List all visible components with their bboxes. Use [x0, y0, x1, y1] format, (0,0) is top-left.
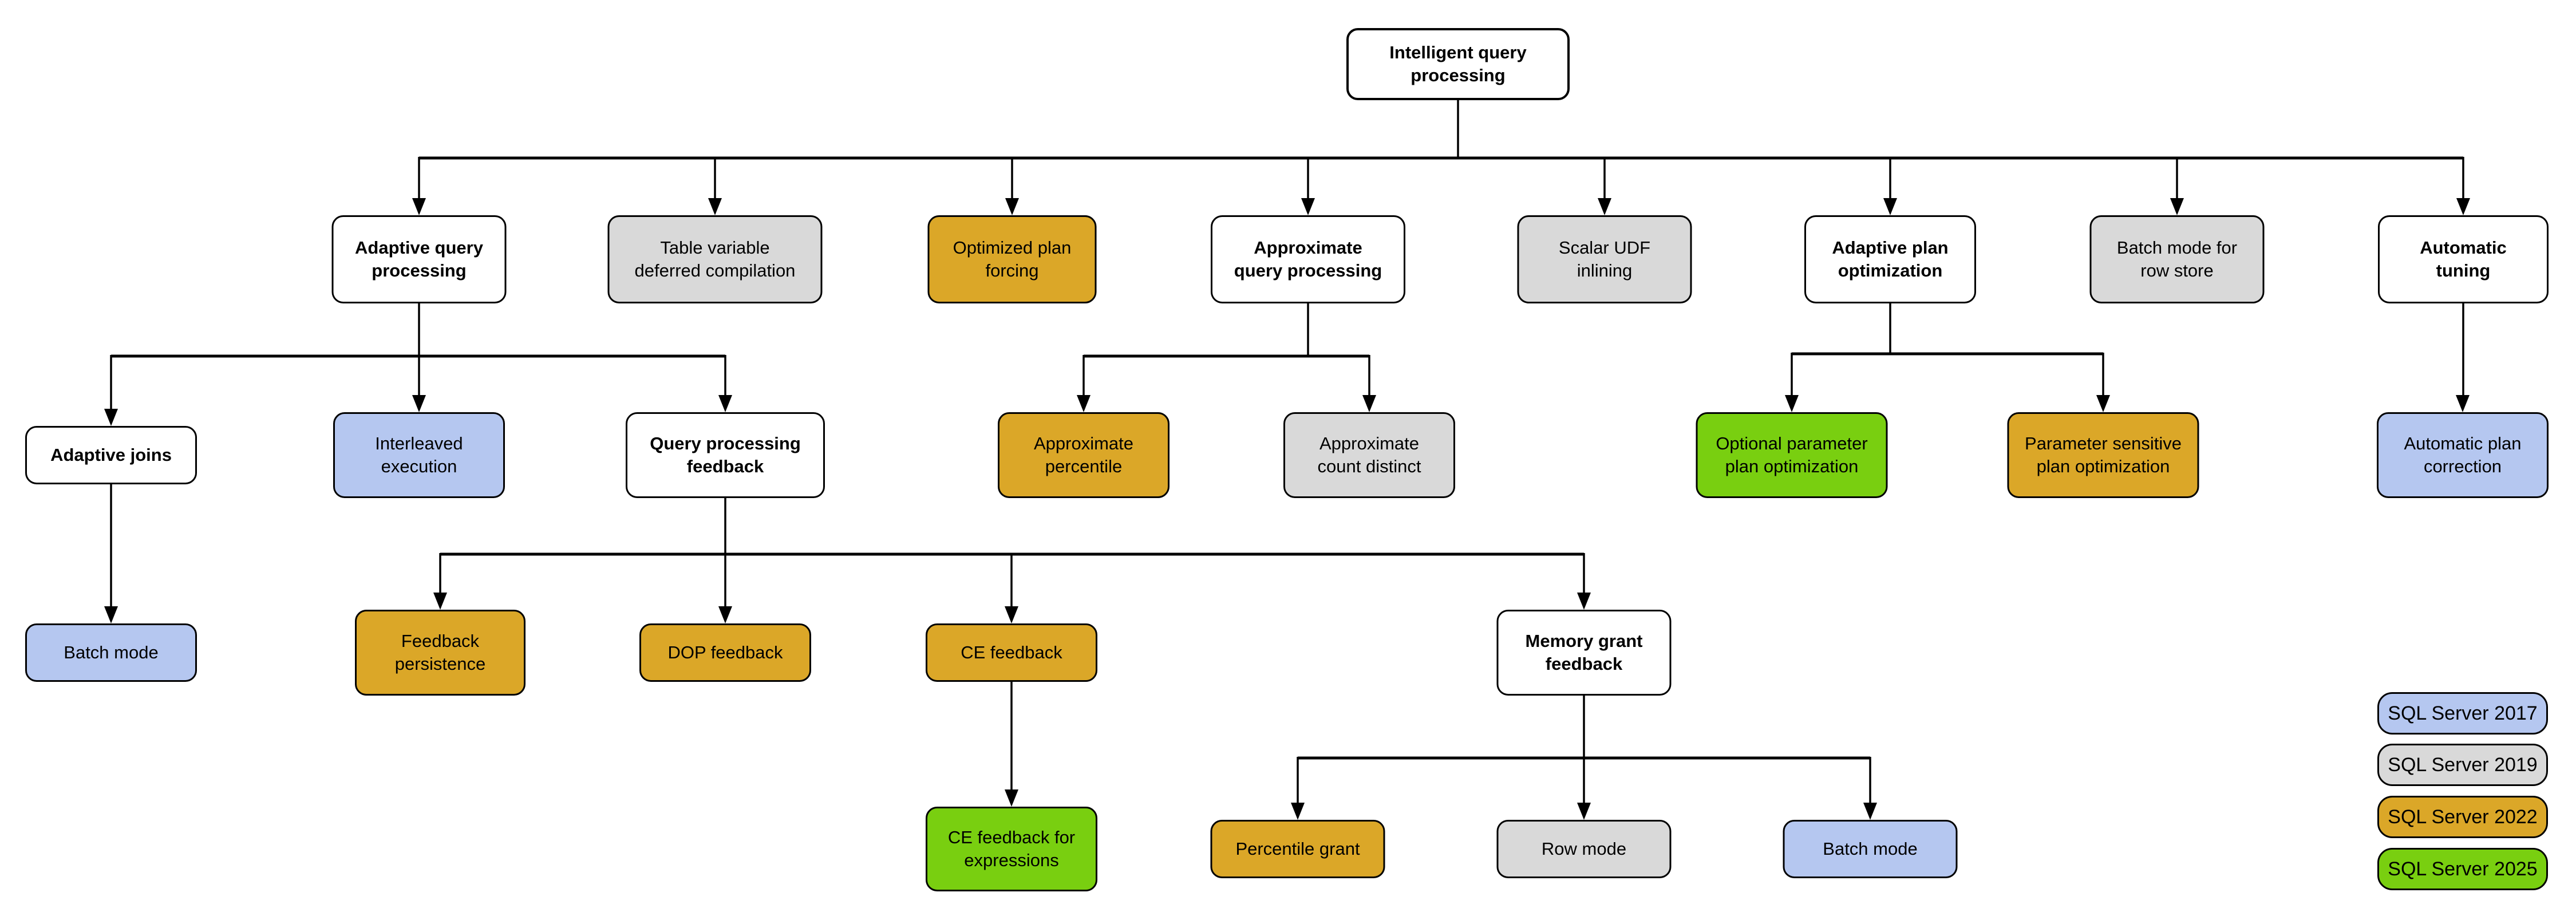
node-batch-mode-memory-grant: Batch mode — [1783, 820, 1958, 878]
node-feedback-persistence: Feedback persistence — [355, 610, 526, 696]
node-label: Approximate count distinct — [1317, 433, 1421, 476]
node-label: Adaptive plan optimization — [1832, 237, 1949, 281]
node-label: Batch mode — [1823, 838, 1918, 859]
legend-sql-server-2019: SQL Server 2019 — [2377, 744, 2548, 786]
connector-memory-grant-feedback — [1291, 696, 1877, 820]
node-automatic-tuning: Automatic tuning — [2378, 215, 2549, 303]
node-label: Scalar UDF inlining — [1558, 237, 1651, 281]
node-optimized-plan-forcing: Optimized plan forcing — [927, 215, 1097, 303]
node-label: Parameter sensitive plan optimization — [2025, 433, 2182, 476]
legend-sql-server-2017: SQL Server 2017 — [2377, 692, 2548, 735]
connector-query-processing-feedback — [433, 498, 1591, 623]
node-label: Query processing feedback — [650, 433, 801, 476]
node-label: Intelligent query processing — [1389, 42, 1527, 85]
legend-sql-server-2025: SQL Server 2025 — [2377, 848, 2548, 890]
node-label: Memory grant feedback — [1525, 630, 1643, 674]
node-ce-feedback-for-expressions: CE feedback for expressions — [926, 807, 1097, 891]
node-approximate-percentile: Approximate percentile — [998, 412, 1170, 498]
connector-automatic-tuning — [2456, 303, 2470, 412]
node-batch-mode-for-row-store: Batch mode for row store — [2089, 215, 2265, 303]
node-batch-mode-adaptive-joins: Batch mode — [25, 623, 197, 682]
connector-approximate-query-processing — [1077, 303, 1376, 412]
legend-label: SQL Server 2022 — [2388, 806, 2538, 828]
node-label: Feedback persistence — [394, 630, 486, 674]
node-label: Batch mode — [64, 642, 159, 662]
node-memory-grant-feedback: Memory grant feedback — [1496, 610, 1672, 696]
node-intelligent-query-processing: Intelligent query processing — [1346, 28, 1570, 100]
node-label: CE feedback for expressions — [947, 827, 1076, 870]
node-label: Adaptive joins — [50, 444, 172, 465]
node-label: Optional parameter plan optimization — [1716, 433, 1868, 476]
node-adaptive-query-processing: Adaptive query processing — [331, 215, 507, 303]
node-label: Approximate percentile — [1033, 433, 1134, 476]
node-table-variable-deferred-compilation: Table variable deferred compilation — [607, 215, 823, 303]
node-label: Optimized plan forcing — [953, 237, 1072, 281]
node-approximate-query-processing: Approximate query processing — [1211, 215, 1405, 303]
node-label: Percentile grant — [1235, 838, 1360, 859]
node-percentile-grant: Percentile grant — [1210, 820, 1385, 878]
node-scalar-udf-inlining: Scalar UDF inlining — [1517, 215, 1692, 303]
legend-sql-server-2022: SQL Server 2022 — [2377, 796, 2548, 838]
connector-adaptive-joins — [104, 484, 118, 623]
node-ce-feedback: CE feedback — [926, 623, 1097, 682]
node-label: Automatic plan correction — [2404, 433, 2522, 476]
node-label: DOP feedback — [667, 642, 783, 662]
node-approximate-count-distinct: Approximate count distinct — [1283, 412, 1455, 498]
connector-adaptive-query-processing — [104, 303, 732, 426]
legend-label: SQL Server 2025 — [2388, 858, 2538, 880]
node-adaptive-plan-optimization: Adaptive plan optimization — [1804, 215, 1976, 303]
node-adaptive-joins: Adaptive joins — [25, 426, 197, 484]
node-parameter-sensitive-plan-optimization: Parameter sensitive plan optimization — [2007, 412, 2199, 498]
node-label: Batch mode for row store — [2116, 237, 2238, 281]
node-label: Row mode — [1541, 838, 1627, 859]
connector-intelligent-query-processing — [412, 100, 2470, 215]
node-row-mode: Row mode — [1496, 820, 1672, 878]
node-interleaved-execution: Interleaved execution — [333, 412, 505, 498]
node-label: Automatic tuning — [2420, 237, 2507, 281]
node-automatic-plan-correction: Automatic plan correction — [2377, 412, 2549, 498]
node-label: Adaptive query processing — [355, 237, 483, 281]
node-label: Approximate query processing — [1234, 237, 1382, 281]
node-label: Table variable deferred compilation — [634, 237, 796, 281]
node-optional-parameter-plan-optimization: Optional parameter plan optimization — [1696, 412, 1888, 498]
node-query-processing-feedback: Query processing feedback — [626, 412, 825, 498]
connector-adaptive-plan-optimization — [1785, 303, 2110, 412]
node-label: Interleaved execution — [375, 433, 463, 476]
legend-label: SQL Server 2017 — [2388, 702, 2538, 724]
connector-ce-feedback — [1005, 682, 1018, 807]
node-dop-feedback: DOP feedback — [639, 623, 811, 682]
node-label: CE feedback — [961, 642, 1062, 662]
legend-label: SQL Server 2019 — [2388, 753, 2538, 776]
